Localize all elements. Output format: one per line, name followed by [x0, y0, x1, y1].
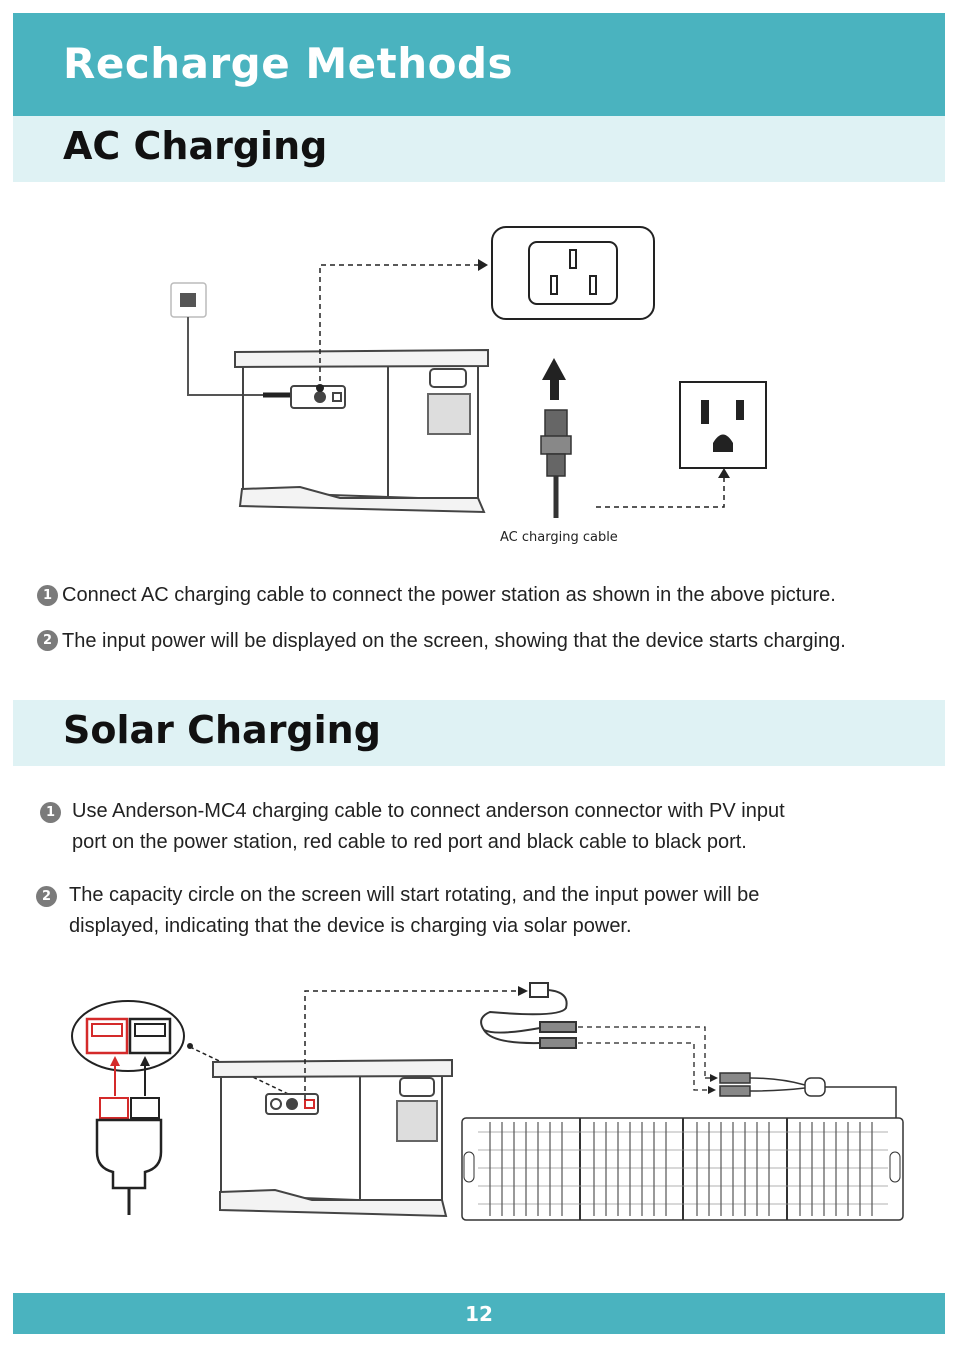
footer-bar: 12: [13, 1293, 945, 1334]
anderson-connector-icon: [71, 1000, 185, 1215]
step-number-badge: 1: [37, 585, 58, 606]
ac-cable-icon: [540, 409, 572, 518]
mc4-cable-icon: [480, 982, 577, 1049]
header-bar: Recharge Methods: [13, 13, 945, 116]
solar-panel-icon: [461, 1117, 904, 1221]
solar-step-2-line-1: The capacity circle on the screen will s…: [69, 884, 760, 906]
solar-section-title: Solar Charging: [63, 708, 381, 752]
step-number-badge: 2: [36, 886, 57, 907]
power-station-icon: [234, 348, 489, 514]
step-number-badge: 1: [40, 802, 61, 823]
panel-connector-icon: [719, 1072, 897, 1118]
power-station-icon: [212, 1058, 453, 1218]
solar-step-1-line-2: port on the power station, red cable to …: [72, 831, 747, 853]
wall-plug-icon: [170, 282, 306, 402]
solar-step-1-line-1: Use Anderson-MC4 charging cable to conne…: [72, 800, 785, 822]
ac-charging-diagram: AC charging cable: [170, 226, 767, 545]
page-title: Recharge Methods: [63, 39, 514, 88]
wall-outlet-icon: [679, 381, 767, 469]
ac-step-2-text: The input power will be displayed on the…: [62, 630, 846, 652]
ac-cable-caption: AC charging cable: [500, 530, 618, 545]
ac-inlet-icon: [491, 226, 655, 320]
solar-charging-diagram: [71, 982, 904, 1221]
ac-step-1-text: Connect AC charging cable to connect the…: [62, 584, 836, 606]
page-number: 12: [465, 1302, 493, 1326]
arrow-up-icon: [542, 358, 566, 400]
step-number-badge: 2: [37, 630, 58, 651]
ac-section-band: AC Charging: [13, 116, 945, 182]
solar-step-2-line-2: displayed, indicating that the device is…: [69, 915, 632, 937]
solar-section-band: Solar Charging: [13, 700, 945, 766]
ac-section-title: AC Charging: [63, 124, 328, 168]
